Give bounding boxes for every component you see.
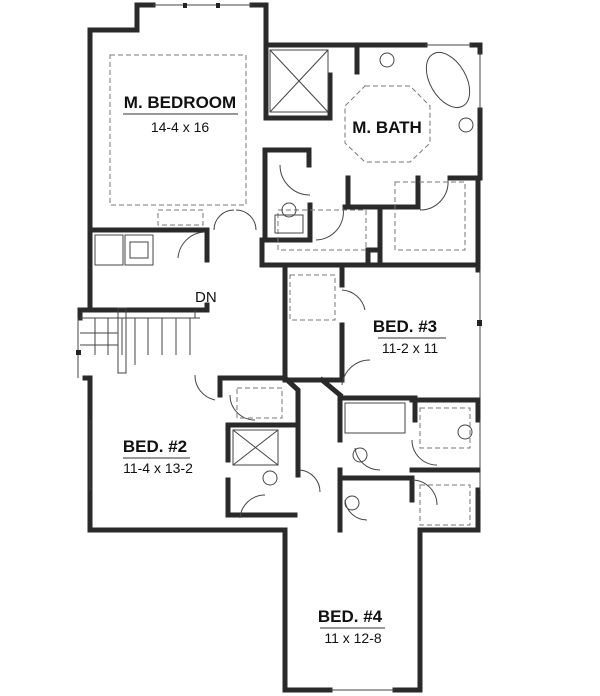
sink [457, 424, 473, 440]
shower [232, 429, 279, 466]
doors [177, 164, 449, 521]
bed2-name: BED. #2 [123, 437, 187, 456]
bed4-name: BED. #4 [318, 607, 383, 626]
master-bath-name: M. BATH [352, 118, 422, 137]
fixtures [94, 49, 474, 511]
toilet [352, 447, 368, 463]
stairs-down-label: DN [195, 289, 217, 306]
stairs [80, 307, 200, 374]
sink [458, 117, 474, 133]
labels: M. BEDROOM 14-4 x 16 M. BATH DN BED. #3 … [123, 93, 446, 646]
dashed-outlines [109, 54, 471, 526]
master-bedroom-name: M. BEDROOM [124, 93, 236, 112]
bathtub [425, 52, 471, 108]
toilet [344, 495, 360, 511]
bed3-name: BED. #3 [373, 317, 437, 336]
washer [124, 234, 154, 266]
shower [269, 49, 329, 113]
toilet [281, 202, 297, 218]
bed2-size: 11-4 x 13-2 [123, 460, 193, 476]
sink [379, 52, 395, 68]
bed4-size: 11 x 12-8 [324, 630, 382, 646]
interior-walls [87, 42, 483, 533]
master-bedroom-size: 14-4 x 16 [151, 119, 210, 135]
tub [344, 402, 406, 434]
windows [76, 3, 482, 691]
toilet [262, 470, 278, 486]
bed3-size: 11-2 x 11 [382, 340, 439, 356]
